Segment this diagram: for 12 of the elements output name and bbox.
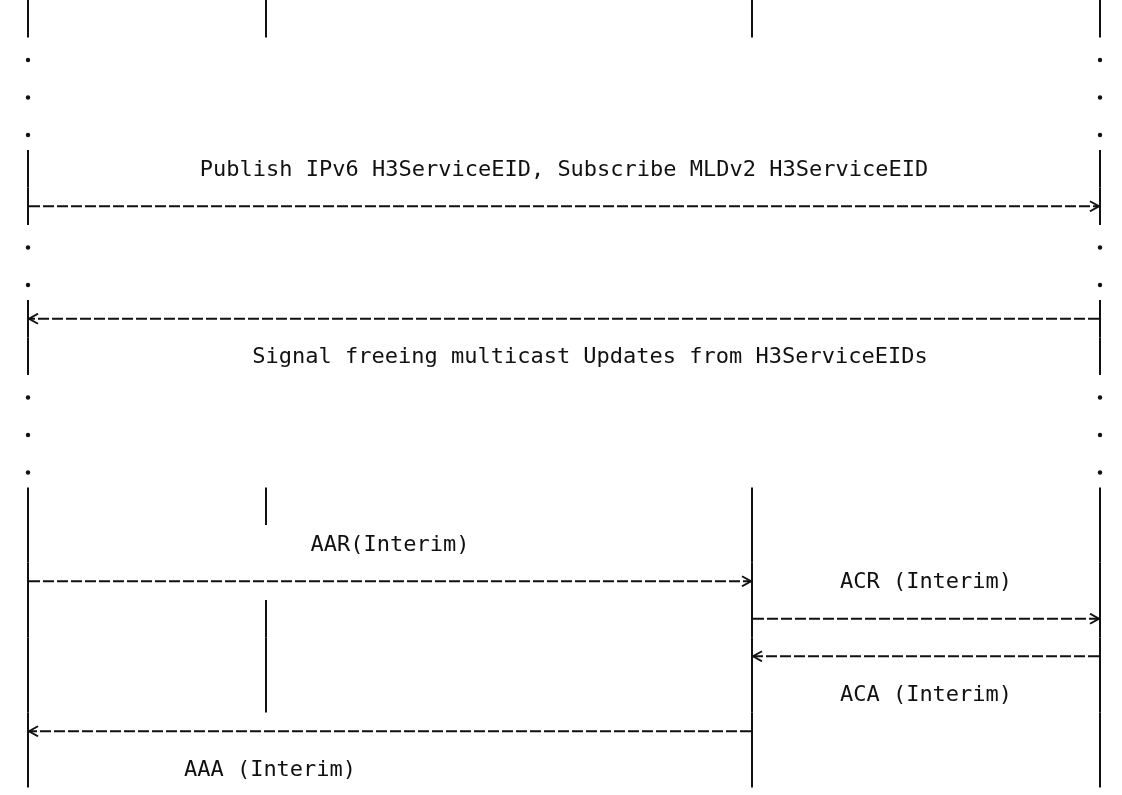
message-arrow <box>752 612 1100 625</box>
message-label: Publish IPv6 H3ServiceEID, Subscribe MLDv2 H3ServiceEID <box>199 155 929 182</box>
message-arrow <box>752 650 1100 663</box>
message-arrow <box>28 312 1100 325</box>
message-label: ACA (Interim) <box>839 680 1013 707</box>
message-label: ACR (Interim) <box>839 568 1013 595</box>
message-label: Signal freeing multicast Updates from H3ServiceEIDs <box>252 343 928 370</box>
message-label: AAR(Interim) <box>310 530 470 557</box>
message-arrow <box>28 575 752 588</box>
message-arrow <box>28 200 1100 213</box>
message-label: AAA (Interim) <box>183 755 357 782</box>
message-arrow <box>28 725 752 738</box>
